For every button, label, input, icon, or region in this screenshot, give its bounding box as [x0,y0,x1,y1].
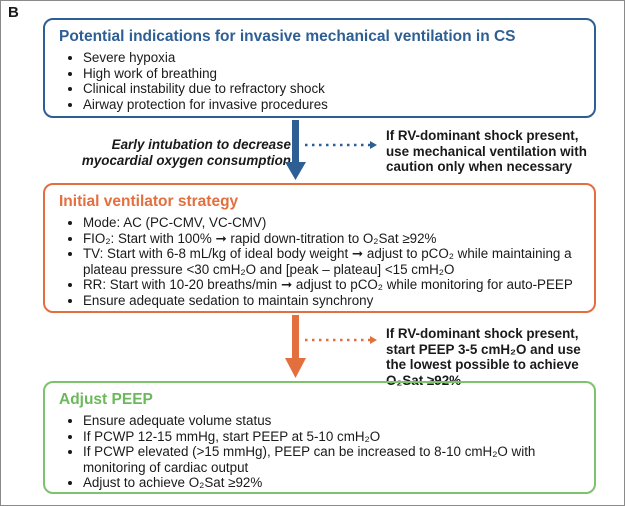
adjust-peep-title: Adjust PEEP [59,391,153,408]
list-item: TV: Start with 6-8 mL/kg of ideal body w… [83,246,594,277]
rv-shock-note-2: If RV-dominant shock present, start PEEP… [386,326,585,388]
indications-box: Potential indications for invasive mecha… [43,18,596,118]
list-item: Adjust to achieve O₂Sat ≥92% [83,475,594,491]
ventilator-strategy-box: Initial ventilator strategy Mode: AC (PC… [43,183,596,313]
down-arrow-icon [285,315,306,378]
list-item: RR: Start with 10-20 breaths/min ➞ adjus… [83,277,594,293]
ventilator-strategy-title: Initial ventilator strategy [59,193,239,210]
ventilator-strategy-list: Mode: AC (PC-CMV, VC-CMV) FIO₂: Start wi… [59,215,594,309]
dotted-arrow-icon [305,336,377,344]
list-item: High work of breathing [83,66,594,82]
dotted-arrow-icon [305,141,377,149]
early-intubation-note: Early intubation to decrease myocardial … [81,137,291,168]
list-item: FIO₂: Start with 100% ➞ rapid down-titra… [83,231,594,247]
adjust-peep-list: Ensure adequate volume status If PCWP 12… [59,413,594,491]
list-item: If PCWP elevated (>15 mmHg), PEEP can be… [83,444,594,475]
list-item: If PCWP 12-15 mmHg, start PEEP at 5-10 c… [83,429,594,445]
adjust-peep-box: Adjust PEEP Ensure adequate volume statu… [43,381,596,494]
list-item: Mode: AC (PC-CMV, VC-CMV) [83,215,594,231]
list-item: Ensure adequate volume status [83,413,594,429]
down-arrow-icon [285,120,306,180]
rv-shock-note-1: If RV-dominant shock present, use mechan… [386,128,591,175]
list-item: Ensure adequate sedation to maintain syn… [83,293,594,309]
panel-label: B [8,4,19,21]
list-item: Airway protection for invasive procedure… [83,97,594,113]
list-item: Severe hypoxia [83,50,594,66]
indications-title: Potential indications for invasive mecha… [59,28,516,45]
list-item: Clinical instability due to refractory s… [83,81,594,97]
indications-list: Severe hypoxia High work of breathing Cl… [59,50,594,112]
